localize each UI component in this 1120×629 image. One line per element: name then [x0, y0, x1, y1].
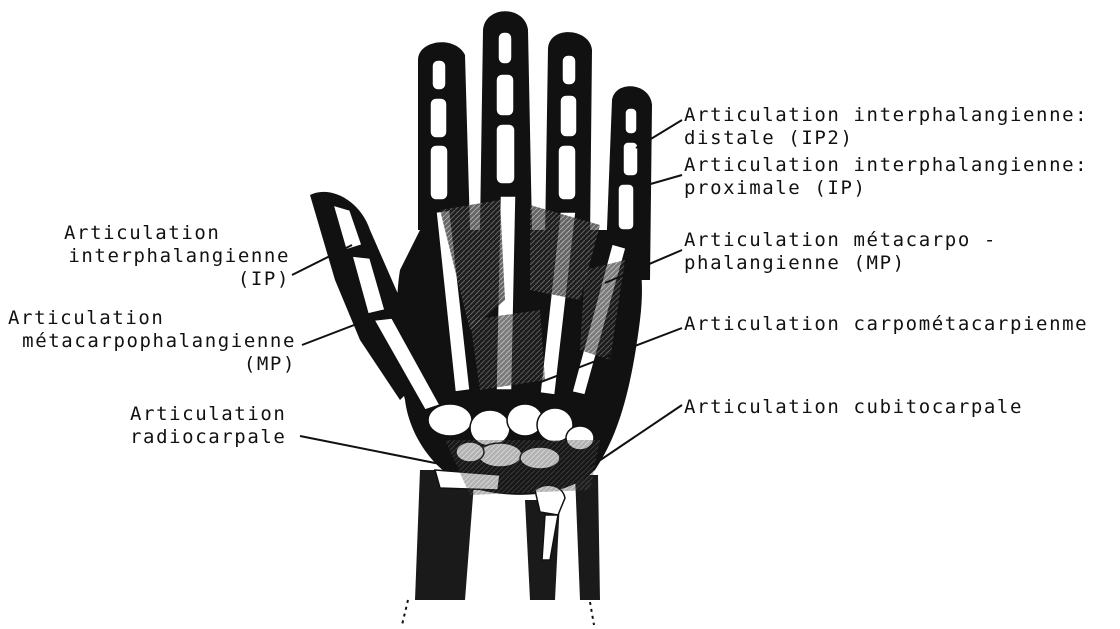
label-carpometacarpienne-text: Articulation carpométacarpienme	[684, 313, 1088, 336]
label-radiocarpale: Articulation radiocarpale	[130, 403, 286, 449]
label-mp-finger-line1: Articulation métacarpo -	[684, 229, 997, 252]
label-thumb-mp-line1: Articulation	[4, 307, 296, 330]
label-ip2-line2: distale (IP2)	[684, 127, 1088, 150]
label-thumb-mp-line2: métacarpophalangienne	[4, 330, 296, 353]
label-radiocarpale-line1: Articulation	[130, 403, 286, 426]
label-thumb-ip-line2: interphalangienne	[50, 245, 290, 268]
label-mp-finger: Articulation métacarpo - phalangienne (M…	[684, 229, 997, 275]
label-thumb-mp-line3: (MP)	[4, 353, 296, 376]
label-ip-finger-line2: proximale (IP)	[684, 177, 1088, 200]
label-radiocarpale-line2: radiocarpale	[130, 426, 286, 449]
label-thumb-ip-line3: (IP)	[50, 268, 290, 291]
label-cubitocarpale-text: Articulation cubitocarpale	[684, 396, 1023, 419]
label-carpometacarpienne: Articulation carpométacarpienme	[684, 313, 1088, 336]
label-thumb-ip-line1: Articulation	[50, 222, 290, 245]
label-mp-finger-line2: phalangienne (MP)	[684, 252, 997, 275]
label-ip-finger: Articulation interphalangienne: proximal…	[684, 154, 1088, 200]
label-ip-finger-line1: Articulation interphalangienne:	[684, 154, 1088, 177]
label-thumb-ip: Articulation interphalangienne (IP)	[50, 222, 290, 291]
label-ip2-line1: Articulation interphalangienne:	[684, 104, 1088, 127]
label-ip2: Articulation interphalangienne: distale …	[684, 104, 1088, 150]
label-cubitocarpale: Articulation cubitocarpale	[684, 396, 1023, 419]
label-thumb-mp: Articulation métacarpophalangienne (MP)	[4, 307, 296, 376]
